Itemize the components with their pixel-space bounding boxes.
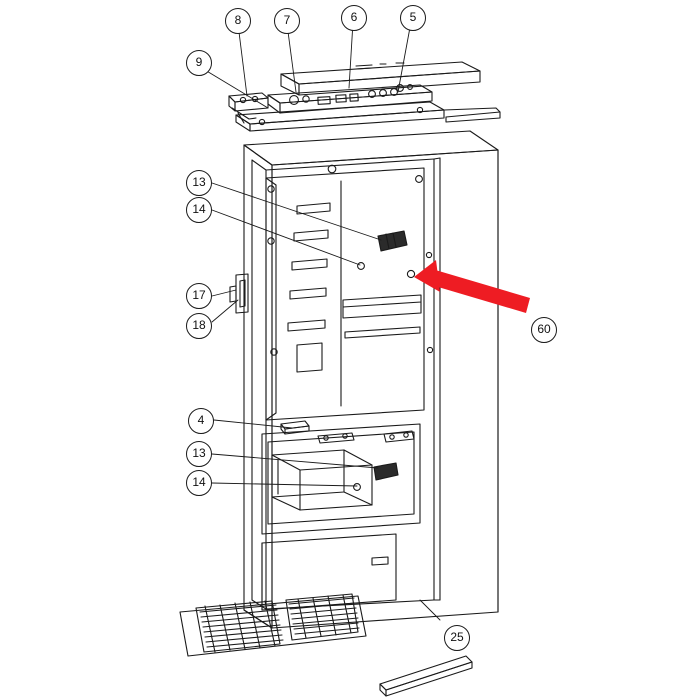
interior-light-housing	[357, 230, 408, 270]
door-shelf-ribs	[287, 202, 331, 373]
cabinet-outer-shell	[243, 130, 499, 629]
base-compartment	[261, 533, 397, 611]
callout-14-freezer[interactable]: 14	[186, 470, 212, 496]
callout-5[interactable]: 5	[400, 5, 426, 31]
callout-8[interactable]: 8	[225, 8, 251, 34]
red-highlight-arrow	[414, 260, 530, 313]
callout-9[interactable]: 9	[186, 50, 212, 76]
door-handle-assembly	[229, 273, 249, 314]
callout-25[interactable]: 25	[444, 625, 470, 651]
callout-leader-lines	[204, 21, 441, 621]
callout-6[interactable]: 6	[341, 5, 367, 31]
callout-17[interactable]: 17	[186, 283, 212, 309]
callout-4[interactable]: 4	[188, 408, 214, 434]
callout-13-freezer[interactable]: 13	[186, 441, 212, 467]
callout-18[interactable]: 18	[186, 313, 212, 339]
fridge-shelves	[342, 294, 422, 339]
callout-13-fridge[interactable]: 13	[186, 170, 212, 196]
base-grille	[179, 593, 367, 657]
cabinet-fasteners	[267, 164, 434, 356]
callout-60[interactable]: 60	[531, 317, 557, 343]
callout-7[interactable]: 7	[274, 8, 300, 34]
top-hinge-bracket	[228, 92, 269, 124]
bottom-trim-strip	[379, 655, 473, 697]
fridge-compartment-interior	[265, 167, 425, 421]
top-rail	[235, 101, 501, 132]
callout-14-fridge[interactable]: 14	[186, 197, 212, 223]
freezer-drawer-assembly	[261, 423, 421, 535]
